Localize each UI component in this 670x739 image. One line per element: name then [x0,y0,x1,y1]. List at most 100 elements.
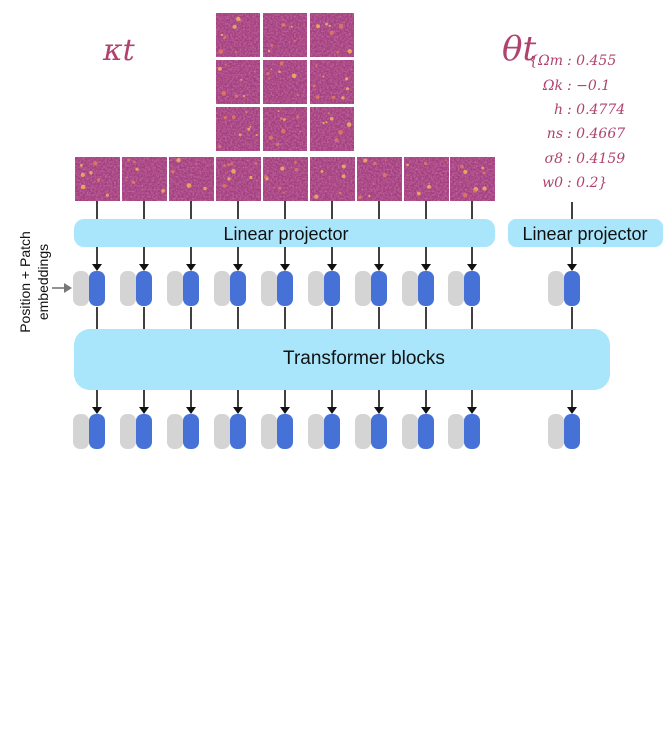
input-token [402,271,434,306]
tile-peak [427,184,431,189]
tile-peak [296,115,299,119]
tile-texture [216,107,260,151]
patch-tile [310,157,355,201]
tile-peak [345,77,349,81]
arrowhead [467,264,477,271]
tile-peak [299,130,301,133]
patch-embedding-token [464,414,480,449]
tile-peak [281,128,286,134]
input-token [261,271,293,306]
param-value: : 0.4667 [567,126,625,142]
map-tile [263,13,307,57]
arrowhead [186,407,196,414]
tile-peak [406,163,409,167]
patch-embedding-token [324,271,340,306]
tile-peak [176,157,181,163]
patch-embedding-token [183,271,199,306]
tile-texture [263,13,307,57]
tile-peak [334,138,339,142]
patch-tile [216,157,261,201]
tile-peak [217,66,222,71]
arrowhead [467,407,477,414]
position-embedding-token [214,414,230,449]
arrowhead [327,264,337,271]
tile-texture [216,60,260,104]
tile-peak [231,169,236,174]
tile-peak [240,78,243,81]
tile-peak [242,94,246,98]
tile-peak [231,115,236,119]
param-name: ns [547,126,563,142]
output-token [214,414,246,449]
map-tile [216,13,260,57]
tile-peak [363,158,368,163]
tile-peak [428,182,431,185]
param-value: : −0.1 [567,78,610,94]
output-token [261,414,293,449]
arrowhead [233,407,243,414]
tile-peak [322,75,325,78]
output-token [402,414,434,449]
map-tile [310,107,354,151]
tile-peak [135,167,139,171]
tile-peak [221,90,226,96]
position-embedding-token [120,414,136,449]
param-name: h [554,102,563,118]
tile-peak [416,191,421,196]
tile-peak [327,112,330,115]
tile-peak [268,77,271,80]
input-token [548,271,580,306]
tile-peak [92,161,98,166]
patch-embedding-token [230,414,246,449]
tile-texture [216,157,261,201]
output-token [548,414,580,449]
tile-peak [372,183,375,185]
tile-peak [384,159,387,162]
patch-embedding-token [183,414,199,449]
patch-tile [169,157,214,201]
arrowhead [139,407,149,414]
tile-peak [278,70,281,74]
linear-projector-left-box [74,219,495,247]
tile-peak [161,189,165,193]
linear-projector-right-box [508,219,663,247]
tile-peak [325,121,328,124]
map-tile [310,13,354,57]
position-embedding-token [402,414,418,449]
tile-peak [346,122,352,127]
tile-texture [169,157,214,201]
tile-peak [338,23,344,29]
tile-peak [315,64,318,67]
param-value: : 0.455 [567,53,616,69]
transformer-blocks-box [74,329,610,390]
tile-peak [218,49,224,55]
tile-peak [227,163,230,166]
map-tile [263,60,307,104]
tile-peak [170,169,175,174]
patch-embedding-token [371,414,387,449]
arrowhead [421,264,431,271]
arrowhead [92,264,102,271]
map-tile [263,107,307,151]
position-embedding-token [355,414,371,449]
transformer-blocks-label: Transformer blocks [283,348,445,369]
input-token [448,271,480,306]
position-embedding-token [308,414,324,449]
tile-peak [254,162,258,165]
tile-peak [234,94,239,98]
tile-peak [314,194,319,199]
tile-peak [105,193,109,197]
tile-peak [255,133,258,137]
tile-peak [325,22,329,26]
tile-peak [267,50,271,53]
tile-peak [338,130,343,135]
tile-peak [322,121,325,125]
position-embedding-token [214,271,230,306]
tile-peak [238,133,242,137]
tile-peak [291,73,297,79]
patch-embedding-token [136,271,152,306]
tile-peak [341,96,345,100]
input-token [73,271,105,306]
arrow-layer [92,201,577,414]
